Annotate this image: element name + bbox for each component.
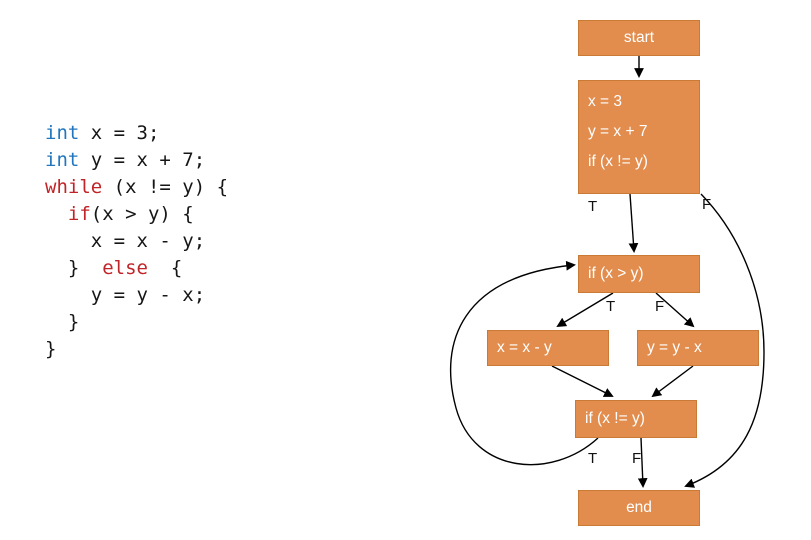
node-y-minus-x-label: y = y - x — [647, 339, 702, 356]
code-line: while (x != y) { — [45, 174, 228, 201]
node-init-block: x = 3 y = x + 7 if (x != y) — [578, 80, 700, 194]
edge-condne-condxy-true-loop — [449, 260, 599, 466]
branch-label-false-3: F — [632, 450, 642, 467]
edge-condxy-suby-false — [655, 292, 695, 328]
code-token: y = x + 7; — [79, 149, 206, 171]
node-cond-x-ne-y-label: if (x != y) — [585, 410, 645, 427]
code-token: x = 3; — [79, 122, 160, 144]
code-token: x = x - y; — [45, 230, 206, 252]
code-token: { — [147, 257, 183, 279]
code-line: int x = 3; — [45, 120, 228, 147]
code-token: } — [45, 311, 80, 333]
code-line: } — [45, 309, 228, 336]
node-start-label: start — [623, 29, 655, 46]
code-token: (x > y) { — [90, 203, 194, 225]
edge-init-end-false — [684, 193, 765, 488]
branch-label-true-3: T — [588, 450, 598, 467]
code-line: if(x > y) { — [45, 201, 228, 228]
code-token: y = y - x; — [45, 284, 206, 306]
node-cond-x-ne-y: if (x != y) — [575, 400, 697, 438]
branch-label-true-2: T — [606, 298, 616, 315]
code-block: int x = 3;int y = x + 7;while (x != y) {… — [45, 120, 228, 363]
node-x-minus-y-label: x = x - y — [497, 339, 552, 356]
edge-suby-condne — [651, 365, 694, 398]
code-line: } else { — [45, 255, 228, 282]
branch-label-true-1: T — [588, 198, 598, 215]
edge-condxy-subx-true — [556, 292, 614, 328]
code-line: y = y - x; — [45, 282, 228, 309]
node-y-minus-x: y = y - x — [637, 330, 759, 366]
code-token: else — [102, 257, 148, 279]
code-token: } — [45, 257, 103, 279]
code-line: } — [45, 336, 228, 363]
node-cond-x-gt-y-label: if (x > y) — [588, 265, 644, 282]
edge-condne-end-false — [637, 437, 648, 488]
code-token: (x != y) { — [102, 176, 229, 198]
node-x-minus-y: x = x - y — [487, 330, 609, 366]
code-token: int — [45, 122, 80, 144]
node-init-line-3: if (x != y) — [588, 153, 648, 170]
edge-subx-condne — [551, 365, 614, 397]
node-end-label: end — [626, 499, 652, 516]
code-line: x = x - y; — [45, 228, 228, 255]
branch-label-false-2: F — [655, 298, 665, 315]
node-end: end — [578, 490, 700, 526]
code-token: } — [45, 338, 57, 360]
code-token: if — [67, 203, 91, 225]
node-init-line-2: y = x + 7 — [588, 123, 648, 140]
node-start: start — [578, 20, 700, 56]
code-token: while — [45, 176, 103, 198]
branch-label-false-1: F — [702, 196, 712, 213]
edge-init-condxy-true — [628, 193, 639, 253]
code-line: int y = x + 7; — [45, 147, 228, 174]
code-token: int — [45, 149, 80, 171]
node-cond-x-gt-y: if (x > y) — [578, 255, 700, 293]
node-init-line-1: x = 3 — [588, 93, 623, 110]
